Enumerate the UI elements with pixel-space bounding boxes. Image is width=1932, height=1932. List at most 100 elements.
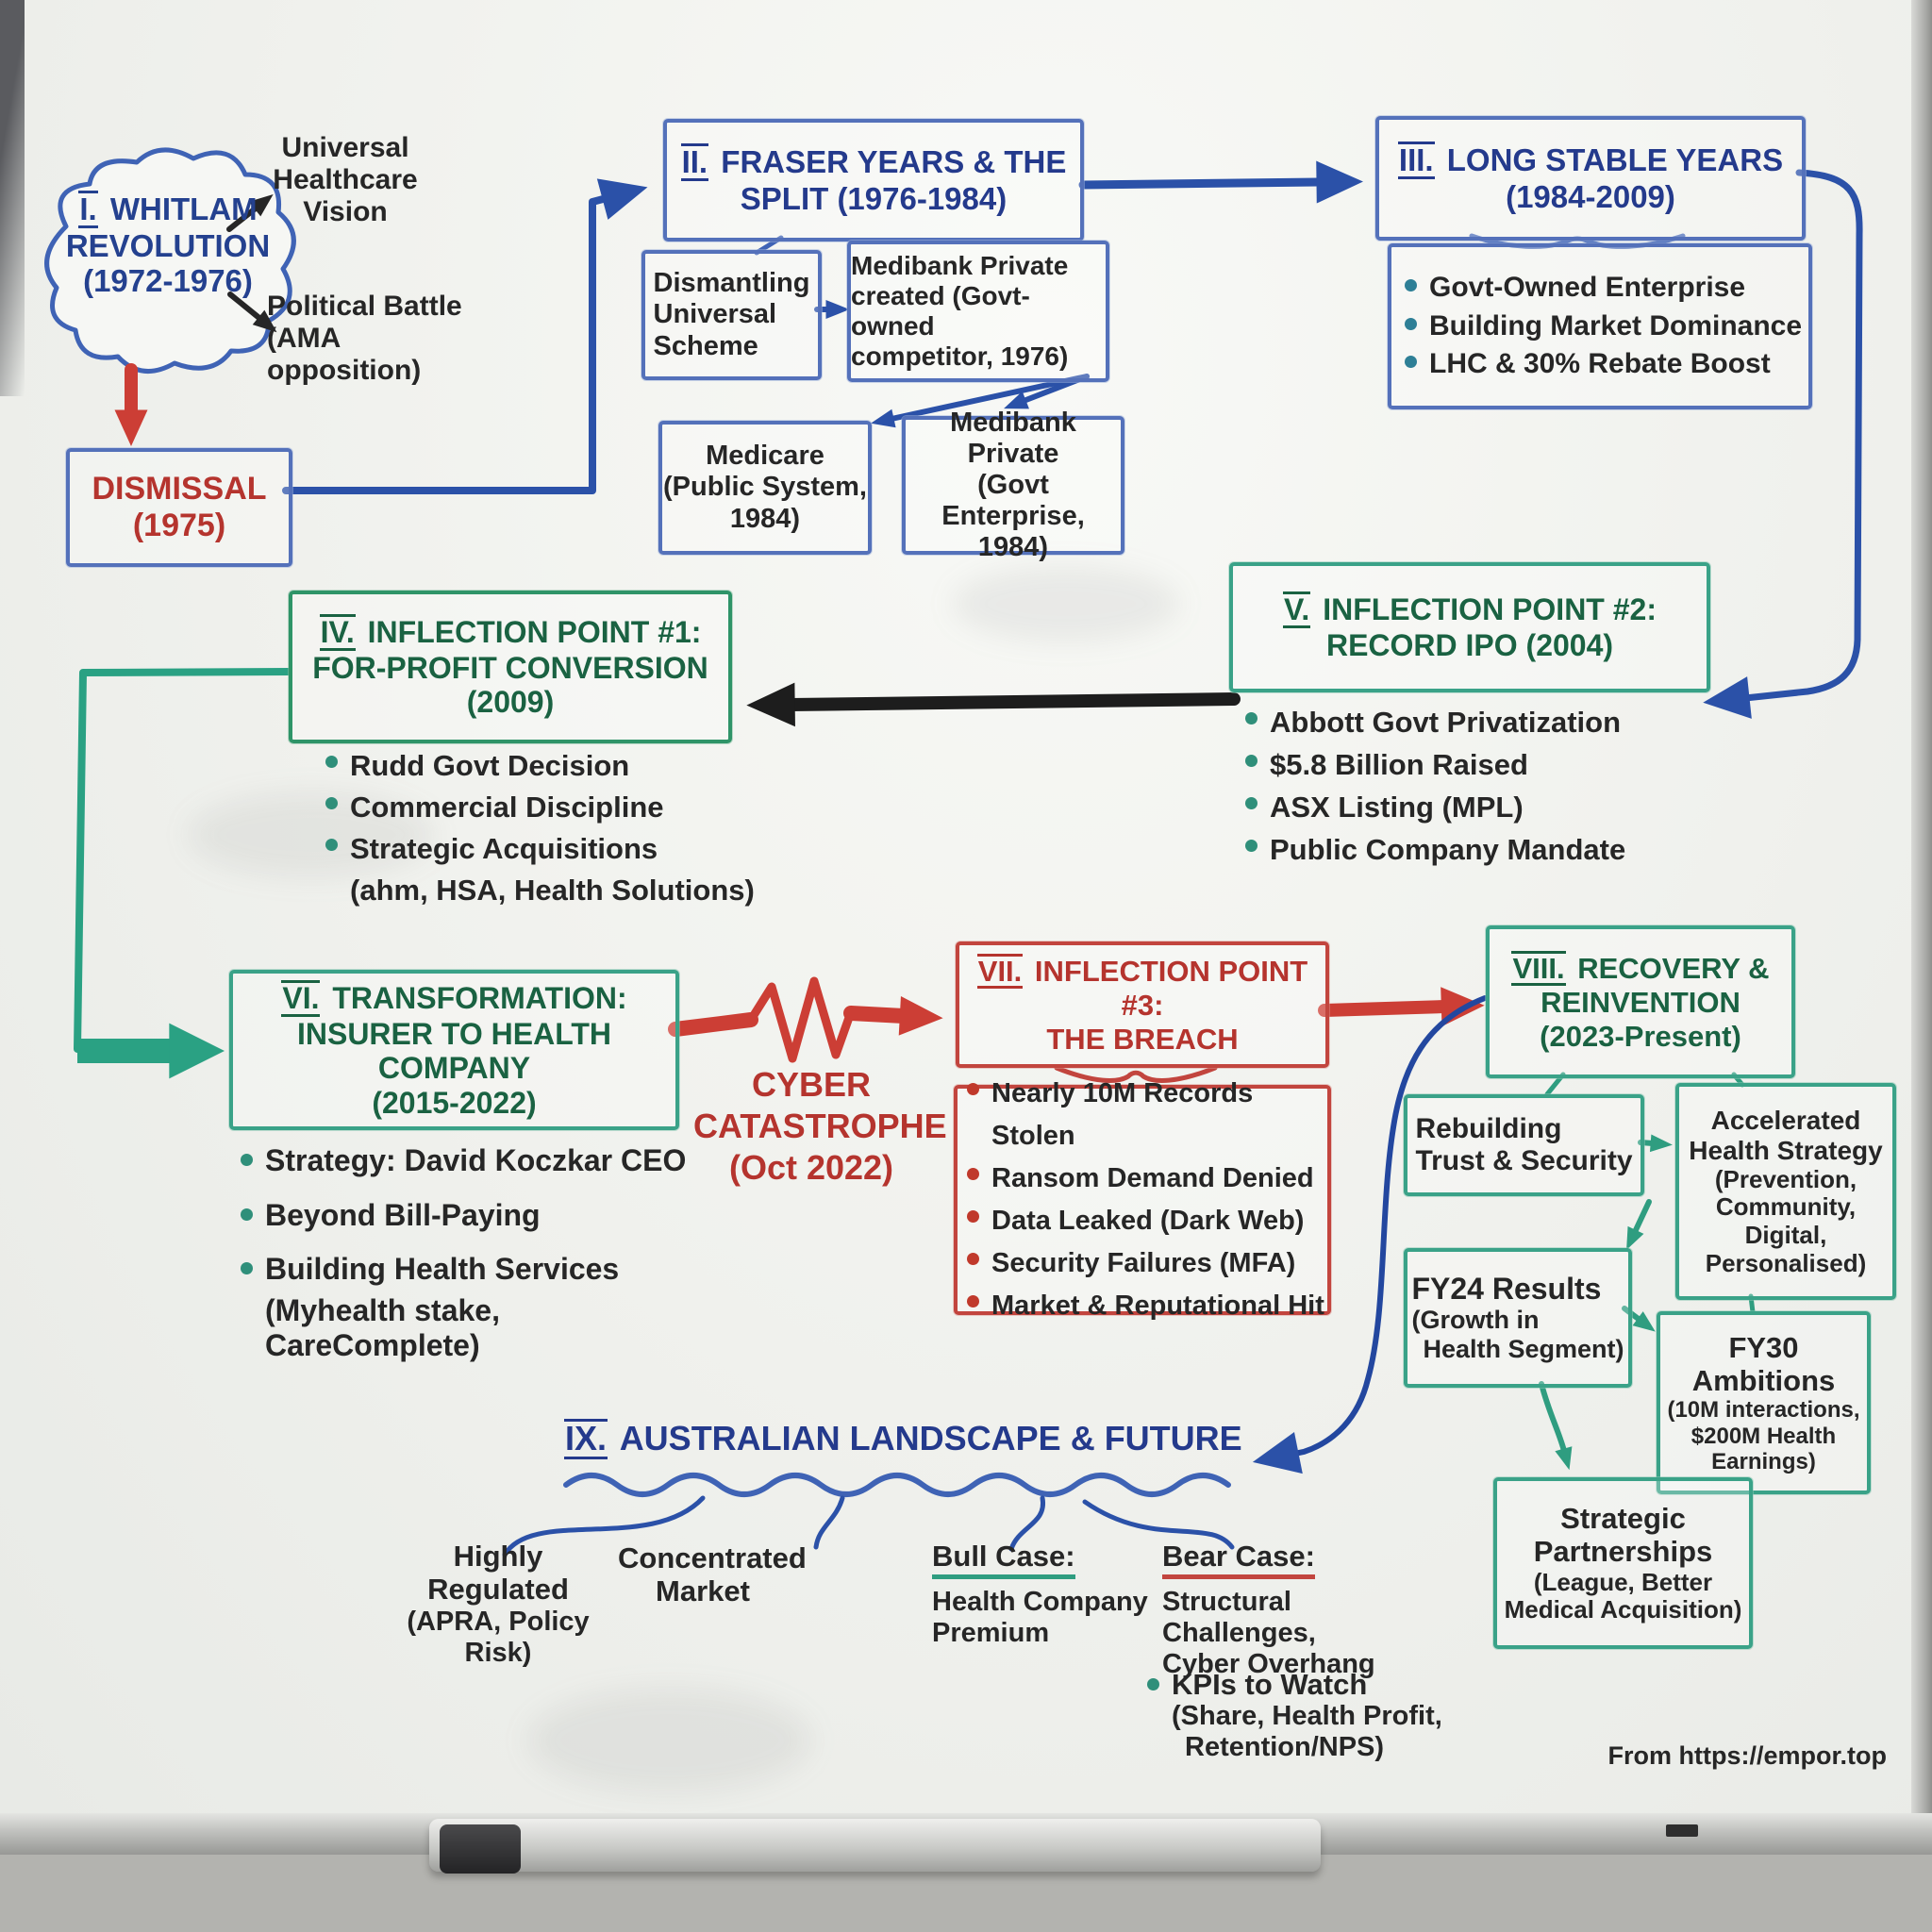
marker-smudge [189,792,434,877]
label-political-battle: Political Battle (AMA opposition) [267,291,462,387]
bullet-dot-icon [325,839,338,852]
node-s5-points: Abbott Govt Privatization $5.8 Billion R… [1245,702,1717,872]
node-medibank-created: Medibank Private created (Govt-owned com… [847,241,1109,382]
frame-sticker [1666,1824,1698,1837]
node-recovery: VIII. RECOVERY & REINVENTION (2023-Prese… [1486,925,1795,1078]
roman-numeral: I. [78,191,98,228]
arrow-s5-to-s4 [746,682,1241,727]
connector-s9-to-bear [1082,1499,1235,1550]
list-item: Strategic Acquisitions [325,828,769,870]
label-bear-case: Bear Case: Structural Challenges, Cyber … [1162,1540,1375,1680]
node-inflection-1: IV. INFLECTION POINT #1: FOR-PROFIT CONV… [289,591,732,743]
list-item: Rudd Govt Decision [325,745,769,787]
list-item: Nearly 10M Records Stolen [967,1073,1327,1158]
connector-s9-to-concentrated [813,1495,845,1550]
connector-dismissal-to-s2 [282,178,648,494]
bullet-dot-icon [241,1261,253,1274]
list-item: Data Leaked (Dark Web) [967,1200,1327,1242]
bullet-dot-icon [1147,1678,1159,1690]
brace-s7-points [1054,1065,1218,1083]
label-highly-regulated: Highly Regulated (APRA, Policy Risk) [407,1540,590,1668]
connector-s4-to-s6 [74,668,292,1079]
node-s6-points: Strategy: David Koczkar CEO Beyond Bill-… [241,1143,712,1362]
list-item: Govt-Owned Enterprise [1405,269,1802,308]
node-s7-points: Nearly 10M Records Stolen Ransom Demand … [954,1078,1331,1321]
arrow-accelerated-to-fy24 [1626,1199,1652,1251]
roman-numeral: VI. [281,979,321,1017]
list-item: Building Health Services [241,1252,712,1286]
label-universal-healthcare: Universal Healthcare Vision [273,132,418,228]
node-strategic-partnerships: Strategic Partnerships (League, Better M… [1493,1477,1753,1649]
cloud-whitlam-outline [44,147,296,374]
label-bull-case: Bull Case: Health Company Premium [932,1540,1148,1649]
list-item: Security Failures (MFA) [967,1242,1327,1285]
node-rebuilding-trust: Rebuilding Trust & Security [1404,1094,1644,1196]
roman-numeral: IX. [564,1419,608,1459]
whiteboard-surface [0,0,1911,1813]
list-item: $5.8 Billion Raised [1245,744,1717,787]
node-s3-points: Govt-Owned Enterprise Building Market Do… [1388,243,1812,409]
node-whitlam-revolution: I. WHITLAM REVOLUTION (1972-1976) [65,191,271,299]
connector-s3-to-s5 [1703,169,1863,719]
list-item: Market & Reputational Hit [967,1285,1327,1327]
bullet-dot-icon [967,1083,979,1096]
arrow-fy24-to-partnerships [1539,1381,1573,1471]
bullet-dot-icon [1405,279,1417,292]
arrow-cyber-s6-to-s7 [668,976,943,1063]
bullet-dot-icon [967,1168,979,1181]
bullet-dot-icon [967,1210,979,1223]
bullet-dot-icon [1405,356,1417,369]
node-medicare: Medicare (Public System, 1984) [658,421,872,555]
marker-smudge [528,1689,811,1792]
bullet-dot-icon [1405,317,1417,330]
node-fy24-results: FY24 Results (Growth in Health Segment) [1404,1248,1632,1388]
label-kpis-to-watch: KPIs to Watch (Share, Health Profit, Ret… [1147,1668,1449,1763]
connector-s9-to-regulated [502,1495,706,1557]
node-inflection-3: VII. INFLECTION POINT #3: THE BREACH [956,941,1329,1068]
arrow-cloud-to-universal [226,194,274,232]
bullet-dot-icon [1245,796,1257,809]
roman-numeral: V. [1283,591,1311,629]
connector-s8-to-s9 [1252,995,1488,1474]
arrow-cloud-to-political [227,291,277,333]
arrow-s2-to-s3 [1078,160,1363,204]
node-australian-landscape: IX. AUSTRALIAN LANDSCAPE & FUTURE [564,1419,1242,1459]
list-item: Strategy: David Koczkar CEO [241,1143,712,1177]
bullet-dot-icon [1245,754,1257,767]
node-long-stable-years: III. LONG STABLE YEARS (1984-2009) [1375,116,1806,241]
list-item: Beyond Bill-Paying [241,1198,712,1232]
bullet-dot-icon [241,1208,253,1222]
source-credit: From https://empor.top [1607,1741,1887,1770]
frame-corner-shadow [0,0,25,396]
bullet-dot-icon [1245,839,1257,852]
list-item: ASX Listing (MPL) [1245,787,1717,829]
connector-s9-to-bull [1008,1495,1046,1552]
label-concentrated-market: Concentrated Market [618,1541,807,1608]
marker-tray [429,1819,1321,1872]
bullet-dot-icon [325,756,338,768]
list-item: KPIs to Watch [1147,1668,1449,1701]
list-subitem: (Myhealth stake, CareComplete) [265,1293,500,1362]
whiteboard-frame-right [1911,0,1932,1813]
list-item: Ransom Demand Denied [967,1158,1327,1200]
node-fy30-ambitions: FY30 Ambitions (10M interactions, $200M … [1657,1311,1871,1494]
marker-smudge [953,566,1179,641]
wavy-underline-s9 [563,1473,1231,1497]
node-medibank-gov: Medibank Private (Govt Enterprise, 1984) [902,408,1124,562]
roman-numeral: IV. [319,614,356,651]
node-s4-points: Rudd Govt Decision Commercial Discipline… [325,745,769,911]
bullet-dot-icon [1245,712,1257,724]
roman-numeral: VII. [976,953,1024,990]
label-cyber-catastrophe: CYBER CATASTROPHE (Oct 2022) [693,1065,947,1187]
bullet-dot-icon [967,1252,979,1265]
node-inflection-2: V. INFLECTION POINT #2: RECORD IPO (2004… [1229,562,1710,692]
list-item: Abbott Govt Privatization [1245,702,1717,744]
bullet-dot-icon [241,1154,253,1166]
arrow-s7-to-s8 [1318,987,1485,1026]
node-fraser-years: II. FRASER YEARS & THE SPLIT (1976-1984) [663,119,1084,242]
roman-numeral: VIII. [1511,950,1566,987]
roman-numeral: III. [1397,142,1435,180]
board-eraser [440,1824,521,1874]
